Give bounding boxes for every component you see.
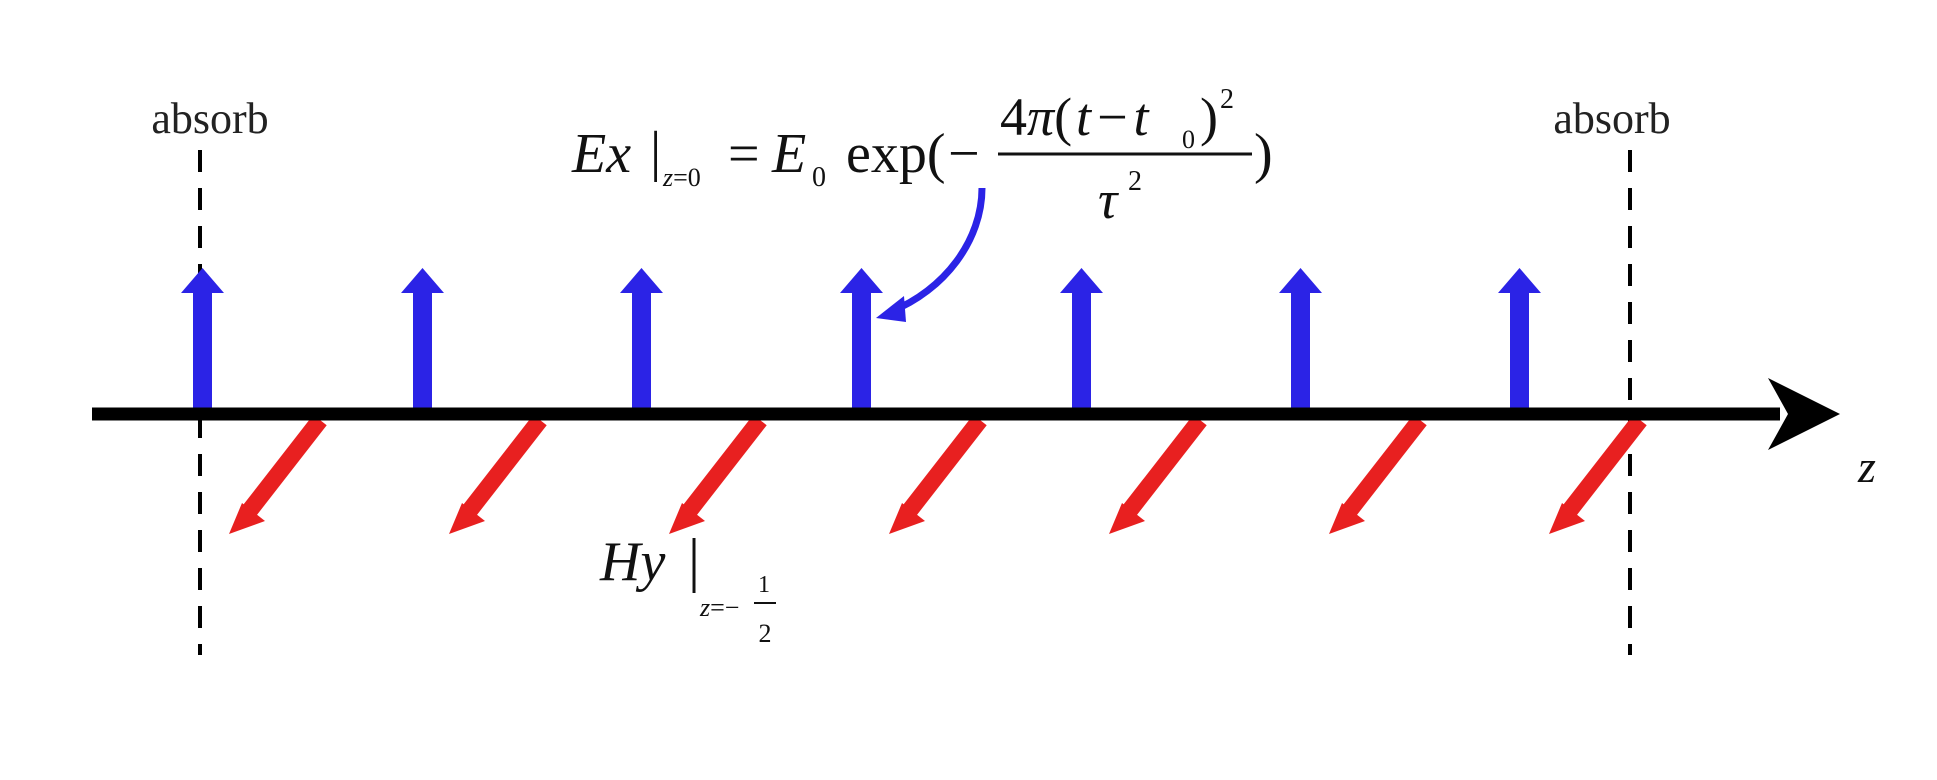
ex-num-square: 2 bbox=[1220, 84, 1234, 115]
ex-equals: = bbox=[728, 123, 760, 185]
h-field-arrow bbox=[669, 414, 767, 534]
ex-den-tau: τ bbox=[1098, 170, 1119, 230]
h-field-arrow bbox=[229, 414, 327, 534]
ex-close-paren: ) bbox=[1254, 123, 1273, 185]
e-field-arrow bbox=[840, 268, 883, 408]
hy-sub-eq: = bbox=[710, 593, 725, 622]
ex-num-t0: t bbox=[1134, 87, 1151, 147]
hy-frac-den: 2 bbox=[759, 619, 772, 648]
e-field-arrow bbox=[1279, 268, 1322, 408]
svg-text:z=0: z=0 bbox=[662, 163, 701, 192]
hy-sub-minus: − bbox=[725, 593, 740, 622]
h-field-arrows bbox=[229, 414, 1647, 534]
ex-sub-z: z bbox=[662, 163, 673, 192]
h-field-arrow bbox=[1549, 414, 1647, 534]
ex-num-four: 4 bbox=[1000, 87, 1027, 147]
e-field-arrow bbox=[1060, 268, 1103, 408]
z-axis bbox=[92, 378, 1840, 450]
z-axis-label: z bbox=[1857, 441, 1876, 492]
ex-minus: − bbox=[948, 123, 980, 185]
e-field-arrow bbox=[1498, 268, 1541, 408]
ex-num-t: t bbox=[1076, 87, 1093, 147]
h-field-arrow bbox=[1329, 414, 1427, 534]
ex-exp: exp( bbox=[846, 123, 946, 185]
source-pointer bbox=[876, 187, 986, 322]
absorb-label-left: absorb bbox=[151, 94, 268, 143]
ex-num-t0-sub: 0 bbox=[1182, 125, 1195, 154]
ex-symbol-x: x bbox=[605, 123, 631, 185]
hy-eval-bar: | bbox=[688, 527, 700, 593]
e-field-arrow bbox=[181, 268, 224, 408]
ex-equation: Ex | z=0 = E 0 exp( − 4π(t−t 0 ) 2 τ 2 ) bbox=[571, 84, 1273, 230]
ex-num-paren-close: ) bbox=[1200, 87, 1218, 147]
e-field-arrow bbox=[620, 268, 663, 408]
ex-sub-zero: 0 bbox=[688, 163, 701, 192]
h-field-arrow bbox=[1109, 414, 1207, 534]
ex-num-pi: π bbox=[1027, 87, 1056, 147]
hy-frac-num: 1 bbox=[758, 572, 770, 598]
hy-sub-z: z bbox=[699, 593, 710, 622]
ex-E0: E bbox=[771, 123, 806, 185]
ex-eval-bar: | bbox=[650, 121, 661, 183]
hy-symbol-H: H bbox=[599, 531, 643, 593]
hy-symbol-y: y bbox=[635, 531, 665, 593]
svg-text:Hy: Hy bbox=[599, 531, 665, 593]
h-field-arrow bbox=[449, 414, 547, 534]
ex-E0-sub: 0 bbox=[812, 162, 826, 193]
hy-equation: Hy | z=− 1 2 bbox=[599, 527, 776, 648]
z-axis-arrowhead bbox=[1768, 378, 1840, 450]
e-field-arrow bbox=[401, 268, 444, 408]
svg-text:z=−: z=− bbox=[699, 593, 739, 622]
ex-num-paren-open: ( bbox=[1054, 87, 1072, 147]
ex-sub-eq: = bbox=[673, 163, 688, 192]
svg-text:Ex: Ex bbox=[571, 123, 631, 185]
ex-den-square: 2 bbox=[1128, 166, 1142, 197]
svg-text:4π(t−t: 4π(t−t bbox=[1000, 87, 1151, 147]
absorb-label-right: absorb bbox=[1553, 94, 1670, 143]
ex-num-minus: − bbox=[1097, 87, 1127, 147]
h-field-arrow bbox=[889, 414, 987, 534]
ex-symbol-E: E bbox=[571, 123, 606, 185]
e-field-arrows bbox=[181, 268, 1541, 408]
